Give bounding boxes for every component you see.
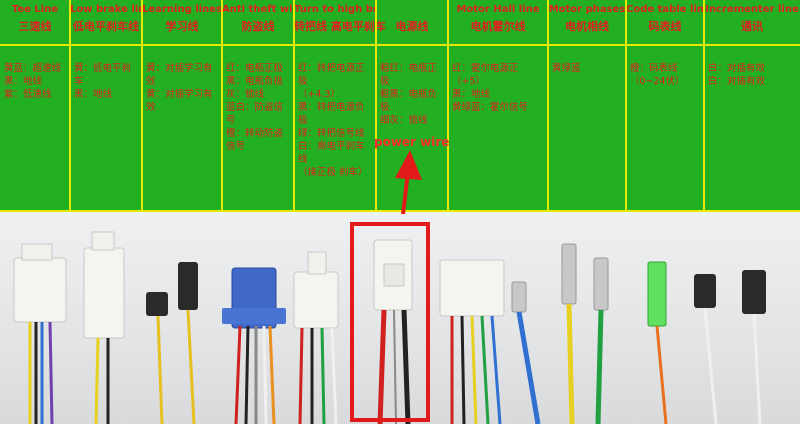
low-brake-connector [83,231,125,424]
column-motor-hall: Motor Hall line 电机霍尔线 红：霍尔电源正（+5） 黑：地线 黄… [448,0,548,212]
column-chinese-title: 三速线 [18,20,52,33]
column-description: 黄：低电平刹车 黑：地线 [74,63,132,100]
column-three-speed: Tee Line 三速线 黄蓝：超速线 黑：地线 紫：低速线 [0,0,70,212]
column-chinese-title: 通讯 [741,20,763,33]
column-learning: Learning lines 学习线 黄：对插学习有效 黄：对插学习有效 [142,0,222,212]
column-anti-theft: Anti theft wire 防盗线 红：电瓶正极 黑：电瓶负极 灰：锁线 蓝… [222,0,294,212]
column-low-brake: Low brake line 低电平刹车线 黄：低电平刹车 黑：地线 [70,0,142,212]
column-chinese-title: 电机霍尔线 [470,20,526,33]
incrementer-connectors [694,270,766,424]
code-table-connector [647,261,668,424]
column-divider [625,0,627,212]
three-speed-connector [13,243,67,424]
column-code-table: Code table line 码表线 橙：码表线 （0~24伏） [626,0,704,212]
column-divider [221,0,223,212]
motor-phase-terminals [511,243,609,424]
column-english-title: Motor Hall line [456,4,540,15]
column-english-title: Turn to high brake line [294,4,376,15]
column-motor-phases: Motor phases 电机相线 黄绿蓝 [548,0,626,212]
turn-brake-connector [293,251,339,424]
column-chinese-title: 码表线 [648,20,682,33]
column-chinese-title: 转把线 高电平刹车 [294,20,386,33]
power-wire-arrow [395,150,422,215]
column-divider [141,0,143,212]
column-divider [69,0,71,212]
column-description: 橙：码表线 （0~24伏） [630,63,685,87]
column-divider [703,0,705,212]
column-description: 黄蓝：超速线 黑：地线 紫：低速线 [4,63,62,100]
column-chinese-title: 防盗线 [241,20,275,33]
column-incrementer: Incrementer line 通讯 白：对插有效 白：对插有效 [704,0,800,212]
column-description: 红：转把电源正极 （+4.3） 黑：转把电源负极 绿：转把信号线 白：高电平刹车… [298,63,368,178]
column-description: 红：电瓶正极 黑：电瓶负极 灰：锁线 蓝白：防盗信号 橙：转动防盗信号 [226,63,284,152]
column-english-title: Incrementer line [705,4,799,15]
board-bottom-border [0,210,800,212]
column-chinese-title: 学习线 [165,20,199,33]
column-description: 白：对插有效 白：对插有效 [708,63,766,87]
column-divider [547,0,549,212]
power-connector [373,239,413,424]
column-english-title: Code table line [626,4,704,15]
column-chinese-title: 低电平刹车线 [73,20,139,33]
column-english-title: Motor phases [548,4,626,15]
column-divider [293,0,295,212]
column-power: 电源线 粗红：电瓶正极 粗黑：电瓶负极 细灰：锁线 [376,0,448,212]
column-divider [375,0,377,212]
learning-connectors [146,262,198,424]
motor-hall-connector [439,259,505,424]
column-description: 黄绿蓝 [552,63,581,74]
column-english-title: Learning lines [142,4,222,15]
column-english-title: Anti theft wire [222,4,294,15]
column-description: 粗红：电瓶正极 粗黑：电瓶负极 细灰：锁线 [380,63,438,126]
column-description: 红：霍尔电源正（+5） 黑：地线 黄绿蓝：霍尔信号 [452,63,529,113]
column-chinese-title: 电源线 [395,20,429,33]
column-english-title: Low brake line [70,4,142,15]
column-divider [447,0,449,212]
anti-theft-connector [222,267,286,424]
column-turn-high-brake: Turn to high brake line 转把线 高电平刹车 红：转把电源… [294,0,386,212]
column-english-title: Tee Line [11,4,59,15]
power-wire-label: power wire [374,135,450,149]
column-chinese-title: 电机相线 [565,20,609,33]
power-wire-highlight-box [350,222,430,422]
column-description: 黄：对插学习有效 黄：对插学习有效 [146,63,213,113]
board-header-divider [0,44,800,46]
